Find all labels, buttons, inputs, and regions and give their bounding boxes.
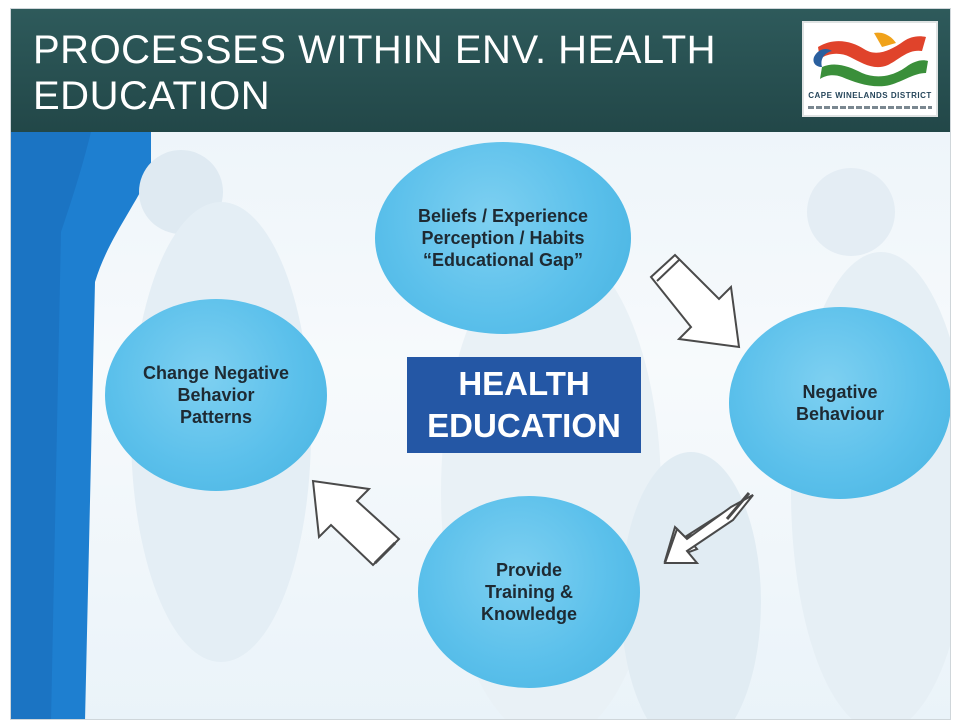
slide-title: PROCESSES WITHIN ENV. HEALTH EDUCATION	[33, 28, 717, 118]
node-change-negative: Change Negative Behavior Patterns	[105, 299, 327, 491]
slide: PROCESSES WITHIN ENV. HEALTH EDUCATION C…	[10, 8, 951, 720]
cycle-arrows	[311, 253, 754, 567]
center-line-education: EDUCATION	[427, 407, 621, 444]
logo-mark-icon	[813, 32, 928, 87]
node-beliefs: Beliefs / Experience Perception / Habits…	[375, 142, 631, 334]
logo-caption: CAPE WINELANDS DISTRICT	[808, 91, 932, 100]
node-change-negative-label: Change Negative Behavior Patterns	[142, 363, 290, 427]
node-provide-training: Provide Training & Knowledge	[418, 496, 640, 688]
slide-header: PROCESSES WITHIN ENV. HEALTH EDUCATION C…	[11, 9, 950, 132]
district-logo: CAPE WINELANDS DISTRICT	[802, 21, 938, 117]
node-provide-training-label: Provide Training & Knowledge	[480, 560, 577, 624]
node-negative-behaviour-label: Negative Behaviour	[795, 382, 885, 424]
logo-subline	[808, 106, 932, 109]
arrow-negative-to-provide	[663, 492, 754, 564]
node-beliefs-label: Beliefs / Experience Perception / Habits…	[417, 206, 589, 270]
node-negative-behaviour: Negative Behaviour	[729, 307, 950, 499]
arrow-provide-to-change	[311, 479, 401, 567]
center-line-health: HEALTH	[458, 365, 590, 402]
center-health-education: HEALTH EDUCATION	[407, 357, 641, 453]
arrow-beliefs-to-negative	[649, 253, 741, 349]
